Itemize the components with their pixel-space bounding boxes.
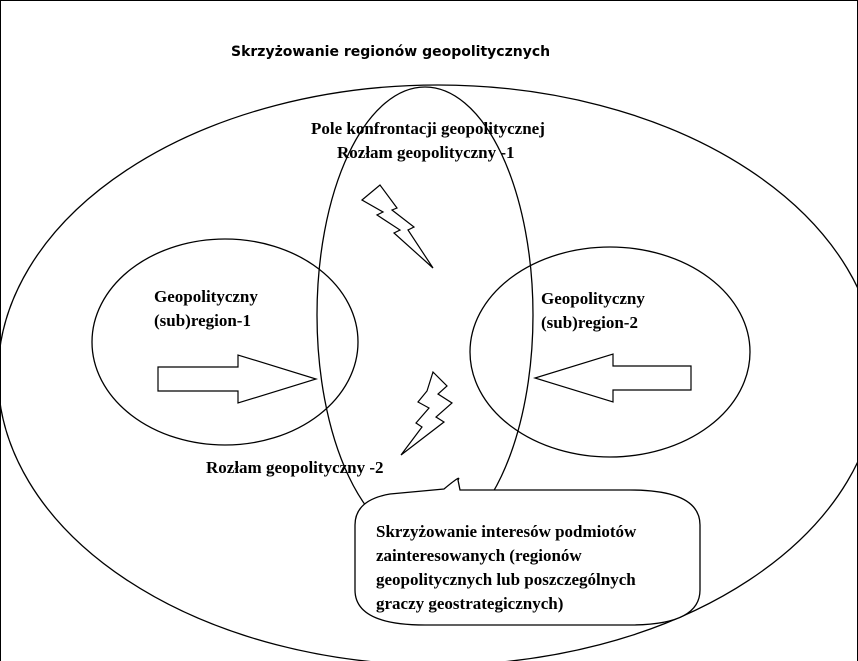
region1-ellipse bbox=[91, 238, 359, 446]
arrow-left-icon bbox=[532, 353, 692, 403]
rift1-label: Rozłam geopolityczny -1 bbox=[337, 143, 515, 162]
confrontation-label: Pole konfrontacji geopolitycznej bbox=[311, 119, 545, 138]
callout-text-line3: geopolitycznych lub poszczególnych bbox=[376, 570, 636, 589]
region2-label-line2: (sub)region-2 bbox=[541, 313, 638, 332]
callout-text-line2: zainteresowanych (regionów bbox=[376, 546, 582, 565]
callout-bubble bbox=[354, 477, 701, 626]
region2-label-line1: Geopolityczny bbox=[541, 289, 645, 308]
region2-ellipse bbox=[469, 246, 751, 458]
lightning-bolt-icon bbox=[360, 184, 434, 269]
callout-text-line4: graczy geostrategicznych) bbox=[376, 594, 564, 613]
diagram-title: Skrzyżowanie regionów geopolitycznych bbox=[231, 44, 551, 60]
arrow-right-icon bbox=[157, 354, 319, 404]
region1-label-line1: Geopolityczny bbox=[154, 287, 258, 306]
rift2-label: Rozłam geopolityczny -2 bbox=[206, 458, 384, 477]
outer-ellipse bbox=[0, 84, 858, 661]
region1-label-line2: (sub)region-1 bbox=[154, 311, 251, 330]
lightning-bolt-icon bbox=[400, 370, 453, 456]
callout-text-line1: Skrzyżowanie interesów podmiotów bbox=[376, 522, 637, 541]
